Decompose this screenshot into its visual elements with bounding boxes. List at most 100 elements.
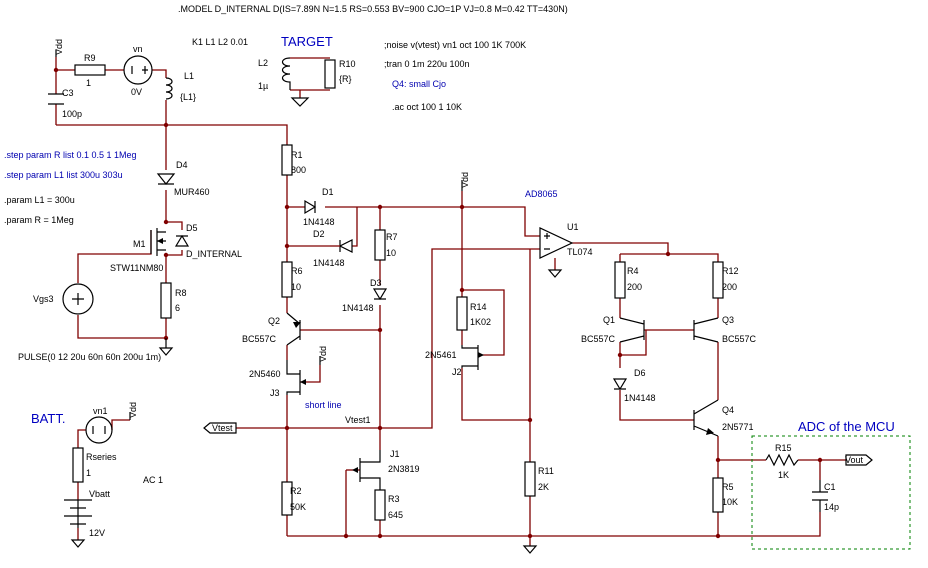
diode-d4	[156, 173, 176, 185]
resistor-r3	[374, 489, 386, 521]
c3-name: C3	[62, 88, 74, 98]
r9-name: R9	[84, 53, 96, 63]
adc-label: ADC of the MCU	[798, 419, 895, 434]
l2-value: 1µ	[258, 81, 268, 91]
component-labels: R9 1 vn 0V L1 {L1} C3 100p L2 1µ R10 {R}…	[33, 44, 839, 538]
vdd-label-4: Vdd	[128, 402, 138, 418]
r10-value: {R}	[339, 74, 352, 84]
port-vout	[845, 454, 873, 466]
opamp-u1	[539, 227, 574, 259]
diode-d5	[174, 234, 190, 247]
directives: .MODEL D_INTERNAL D(IS=7.89N N=1.5 RS=0.…	[4, 4, 568, 485]
battery-vbatt	[64, 499, 92, 528]
r3-value: 645	[388, 510, 403, 520]
d4-value: MUR460	[174, 187, 210, 197]
noise-directive: ;noise v(vtest) vn1 oct 100 1K 700K	[384, 40, 526, 50]
u1-value: TL074	[567, 247, 593, 257]
r15-name: R15	[775, 443, 792, 453]
vtest-port-label: Vtest	[212, 423, 233, 433]
ground-target	[290, 97, 310, 107]
j1-value: 2N3819	[388, 464, 420, 474]
m1-name: M1	[133, 239, 146, 249]
r10-name: R10	[339, 59, 356, 69]
r11-value: 2K	[538, 482, 549, 492]
r4-value: 200	[627, 282, 642, 292]
q4-value: 2N5771	[722, 422, 754, 432]
m1-value: STW11NM80	[110, 263, 163, 273]
j3-value: 2N5460	[249, 369, 281, 379]
transistor-q2	[286, 312, 301, 346]
c1-name: C1	[824, 482, 836, 492]
d1-name: D1	[322, 187, 334, 197]
resistor-r11	[524, 461, 536, 497]
vn-value: 0V	[131, 87, 142, 97]
ground-u1	[547, 269, 563, 278]
r2-name: R2	[290, 486, 302, 496]
resistor-r2	[281, 481, 293, 516]
d4-name: D4	[176, 160, 188, 170]
transistor-q3	[693, 317, 719, 343]
jfet-j2	[461, 345, 484, 370]
r4-name: R4	[627, 266, 639, 276]
pulse-directive: PULSE(0 12 20u 60n 60n 200u 1m)	[18, 352, 161, 362]
r2-value: 50K	[290, 502, 306, 512]
rseries-name: Rseries	[86, 452, 117, 462]
resistor-r5	[712, 477, 724, 513]
inductor-l1	[165, 77, 173, 100]
source-vn	[123, 55, 153, 85]
j2-name: J2	[452, 367, 462, 377]
diode-d1	[304, 199, 317, 215]
diode-d2	[338, 239, 353, 253]
r12-name: R12	[722, 266, 739, 276]
param-r-directive: .param R = 1Meg	[4, 215, 74, 225]
q4-note: Q4: small Cjo	[392, 79, 446, 89]
c3-value: 100p	[62, 109, 82, 119]
vtest1-label: Vtest1	[345, 415, 371, 425]
resistor-r8	[160, 282, 172, 319]
d5-name: D5	[186, 223, 198, 233]
rseries-value: 1	[86, 468, 91, 478]
source-vgs3	[62, 283, 94, 315]
batt-label: BATT.	[31, 411, 65, 426]
q2-value: BC557C	[242, 334, 277, 344]
q3-name: Q3	[722, 315, 734, 325]
ad8065-label: AD8065	[525, 189, 558, 199]
r7-value: 10	[386, 248, 396, 258]
u1-name: U1	[567, 222, 579, 232]
ground-main	[522, 545, 538, 554]
r7-name: R7	[386, 232, 398, 242]
r11-name: R11	[538, 466, 554, 476]
adc-box	[751, 435, 911, 550]
jfet-j3	[286, 360, 306, 395]
l1-name: L1	[184, 71, 194, 81]
param-l-directive: .param L1 = 300u	[4, 195, 75, 205]
vbatt-value: 12V	[89, 528, 105, 538]
d2-value: 1N4148	[313, 258, 345, 268]
r8-name: R8	[175, 288, 187, 298]
vdd-label-1: Vdd	[54, 39, 64, 55]
model-directive: .MODEL D_INTERNAL D(IS=7.89N N=1.5 RS=0.…	[178, 4, 568, 14]
q3-value: BC557C	[722, 334, 757, 344]
ground-m1	[158, 338, 174, 356]
vdd-label-2: Vdd	[460, 172, 470, 188]
r14-value: 1K02	[470, 317, 491, 327]
coupling-directive: K1 L1 L2 0.01	[192, 37, 248, 47]
vdd-label-3: Vdd	[318, 346, 328, 362]
mosfet-m1	[150, 228, 166, 256]
step-r-directive: .step param R list 0.1 0.5 1 1Meg	[4, 150, 137, 160]
diode-d6	[612, 378, 628, 391]
j1-name: J1	[390, 449, 400, 459]
source-vn1	[85, 416, 113, 444]
q1-name: Q1	[603, 315, 615, 325]
junction-dots	[53, 67, 823, 539]
d6-name: D6	[634, 368, 646, 378]
resistor-r6	[281, 261, 293, 298]
ac1-directive: AC 1	[143, 475, 163, 485]
short-line-label: short line	[305, 400, 342, 410]
r8-value: 6	[175, 303, 180, 313]
transistor-q1	[619, 317, 645, 343]
resistor-r4	[614, 261, 626, 299]
resistor-r12	[712, 261, 724, 299]
resistor-r1	[281, 144, 293, 176]
